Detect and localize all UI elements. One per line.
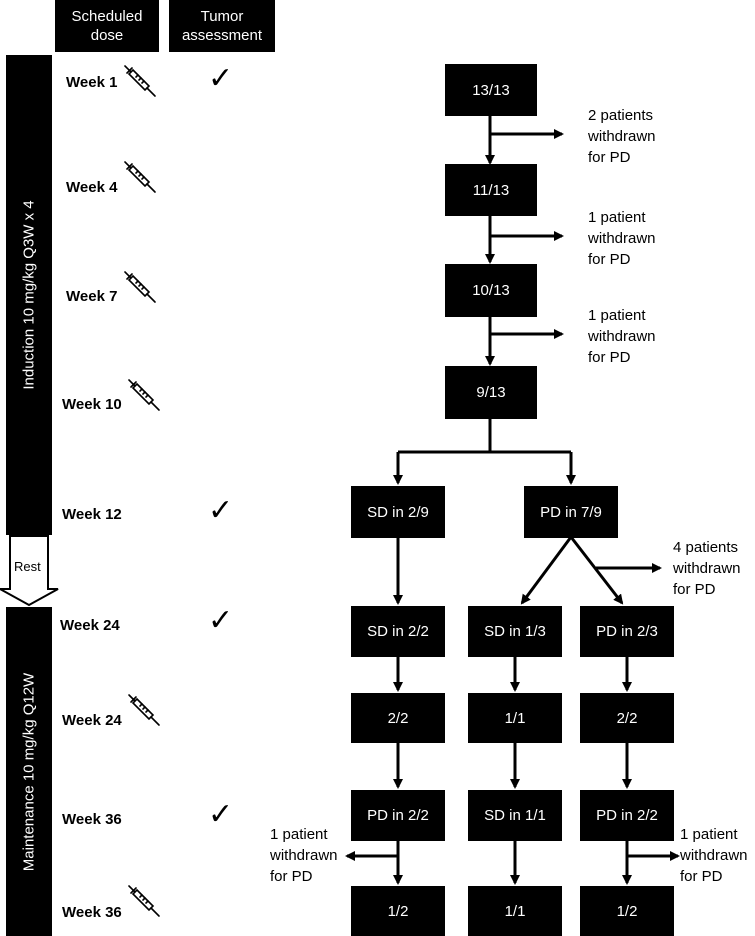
week-label: Week 12	[62, 506, 122, 523]
rest-label: Rest	[14, 559, 41, 574]
flow-box-sd-2-9: SD in 2/9	[351, 486, 445, 538]
checkmark-icon: ✓	[208, 62, 234, 95]
week-label: Week 7	[66, 288, 118, 305]
checkmark-icon: ✓	[208, 494, 234, 527]
flow-box-10-13: 10/13	[445, 264, 537, 317]
flow-box-1-2: 1/2	[580, 886, 674, 936]
flow-box-1-1: 1/1	[468, 886, 562, 936]
flow-box-pd-2-3: PD in 2/3	[580, 606, 674, 657]
week-label: Week 36	[62, 811, 122, 828]
withdrawal-note: 4 patients withdrawn for PD	[673, 539, 741, 598]
maintenance-phase-bar: Maintenance 10 mg/kg Q12W	[6, 607, 52, 936]
flow-box-11-13: 11/13	[445, 164, 537, 216]
week-label: Week 4	[66, 179, 118, 196]
flow-box-sd-1-1: SD in 1/1	[468, 790, 562, 841]
withdrawal-note: 1 patient withdrawn for PD	[588, 307, 656, 366]
rest-arrow-icon	[0, 535, 59, 607]
flow-box-9-13: 9/13	[445, 366, 537, 419]
checkmark-icon: ✓	[208, 604, 234, 637]
withdrawal-note: 2 patients withdrawn for PD	[588, 107, 656, 166]
induction-phase-bar: Induction 10 mg/kg Q3W x 4	[6, 55, 52, 535]
flow-box-1-2: 1/2	[351, 886, 445, 936]
checkmark-icon: ✓	[208, 798, 234, 831]
week-label: Week 1	[66, 74, 118, 91]
flow-box-pd-2-2: PD in 2/2	[351, 790, 445, 841]
flow-box-sd-2-2: SD in 2/2	[351, 606, 445, 657]
flow-box-pd-7-9: PD in 7/9	[524, 486, 618, 538]
flow-box-1-1: 1/1	[468, 693, 562, 743]
scheduled-dose-header: Scheduled dose	[55, 0, 159, 52]
week-label: Week 36	[62, 904, 122, 921]
withdrawal-note: 1 patient withdrawn for PD	[270, 826, 338, 885]
flow-box-2-2: 2/2	[580, 693, 674, 743]
week-label: Week 24	[62, 712, 122, 729]
withdrawal-note: 1 patient withdrawn for PD	[588, 209, 656, 268]
week-label: Week 10	[62, 396, 122, 413]
flow-box-13-13: 13/13	[445, 64, 537, 116]
week-label: Week 24	[60, 617, 120, 634]
flow-box-2-2: 2/2	[351, 693, 445, 743]
withdrawal-note: 1 patient withdrawn for PD	[680, 826, 748, 885]
flow-box-sd-1-3: SD in 1/3	[468, 606, 562, 657]
tumor-assessment-header: Tumor assessment	[169, 0, 275, 52]
flow-box-pd-2-2: PD in 2/2	[580, 790, 674, 841]
